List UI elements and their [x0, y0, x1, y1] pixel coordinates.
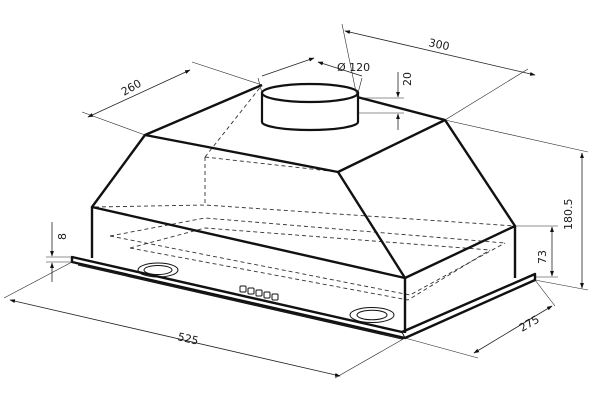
dimension-label-300: 300: [427, 36, 450, 53]
dimension-width-base: 525: [3, 261, 406, 379]
lamp-left: [137, 262, 179, 278]
dimension-duct-diameter: Ø 120: [257, 57, 370, 94]
dimension-label-73: 73: [536, 250, 549, 264]
dimension-label-525: 525: [176, 330, 199, 347]
dimension-body-height: 73: [515, 225, 558, 278]
dimension-label-180-5: 180.5: [562, 199, 575, 231]
dimension-width-top: 300: [341, 23, 536, 121]
dimension-label-275: 275: [517, 313, 542, 335]
dimension-label-8: 8: [56, 233, 69, 240]
duct-collar: [260, 82, 360, 132]
hidden-lines: [94, 84, 516, 301]
dimension-plate-thickness: 8: [46, 222, 72, 282]
dimension-label-diameter: Ø 120: [337, 61, 370, 74]
dimension-label-260: 260: [119, 77, 144, 99]
base-plate: [70, 255, 537, 340]
dimension-label-20: 20: [401, 72, 414, 86]
lamp-right: [349, 307, 395, 323]
dimension-depth-base: 275: [404, 279, 556, 359]
dimension-total-height: 180.5: [444, 119, 589, 291]
control-buttons: [239, 285, 279, 301]
dimension-duct-height: 20: [358, 72, 414, 130]
